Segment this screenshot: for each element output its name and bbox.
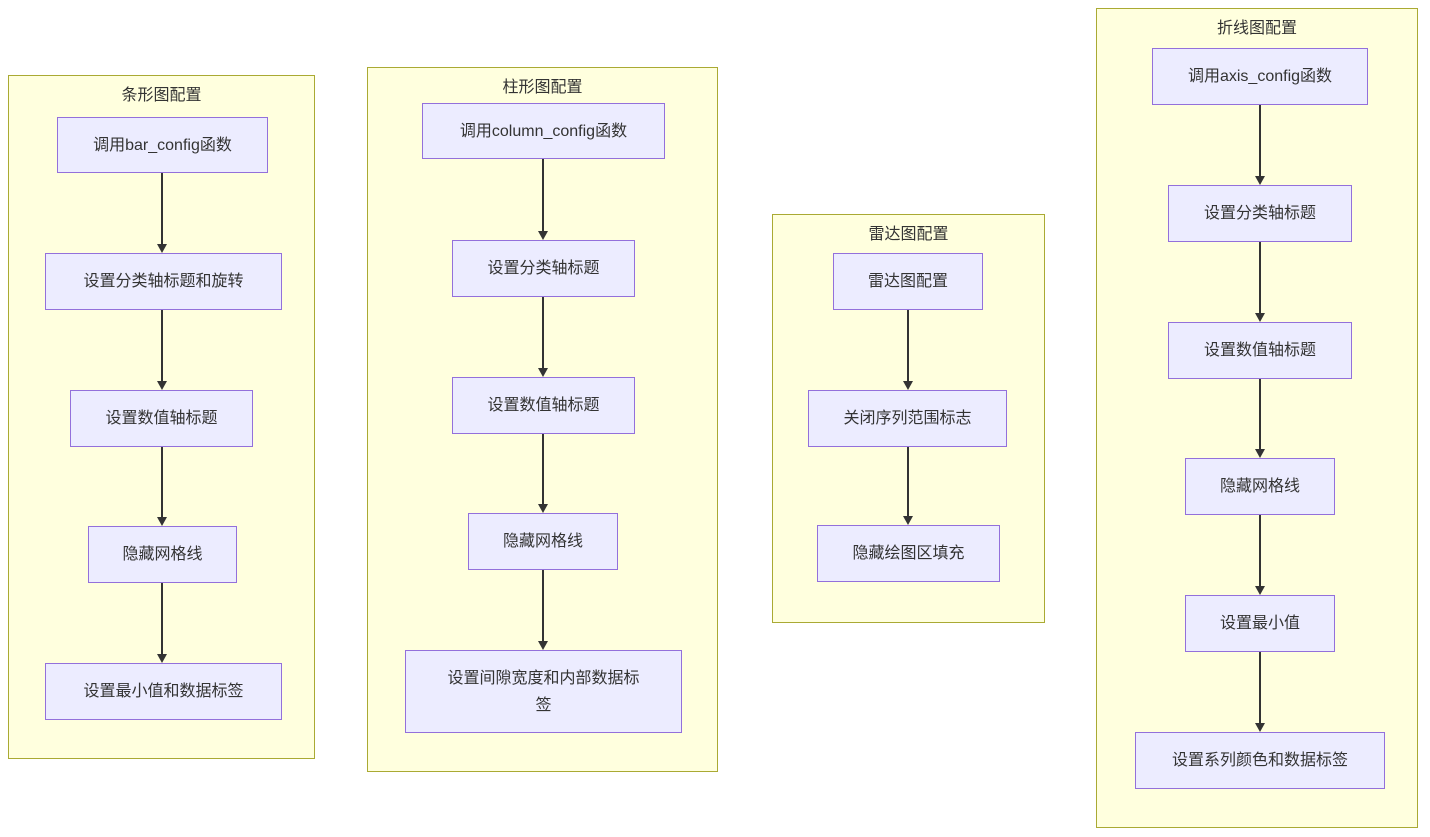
flow-node: 设置数值轴标题 (452, 377, 635, 434)
node-label: 设置最小值和数据标签 (83, 683, 244, 700)
arrow-down-icon (1254, 515, 1266, 595)
subgraph-title: 雷达图配置 (868, 226, 949, 243)
arrow-down-icon (1254, 652, 1266, 732)
flow-node: 设置系列颜色和数据标签 (1135, 732, 1385, 789)
flow-node: 设置最小值 (1185, 595, 1335, 652)
node-label: 设置分类轴标题 (1203, 205, 1316, 222)
node-label: 隐藏网格线 (502, 533, 583, 550)
arrow-down-icon (902, 447, 914, 525)
flow-node: 设置数值轴标题 (1168, 322, 1352, 379)
flow-node: 设置数值轴标题 (70, 390, 253, 447)
subgraph-title: 折线图配置 (1216, 20, 1297, 37)
arrow-down-icon (537, 297, 549, 377)
subgraph-title: 条形图配置 (121, 87, 202, 104)
flow-node: 隐藏网格线 (88, 526, 237, 583)
node-label: 调用column_config函数 (459, 122, 628, 140)
flow-node: 设置最小值和数据标签 (45, 663, 282, 720)
node-label: 设置最小值 (1219, 615, 1300, 632)
node-label: 关闭序列范围标志 (843, 410, 972, 427)
subgraph-title: 柱形图配置 (502, 79, 583, 96)
flow-node: 关闭序列范围标志 (808, 390, 1007, 447)
arrow-down-icon (537, 434, 549, 513)
arrow-down-icon (1254, 105, 1266, 185)
flow-node: 设置间隙宽度和内部数据标签 (405, 650, 682, 733)
node-label: 设置数值轴标题 (105, 410, 218, 427)
arrow-down-icon (156, 447, 168, 526)
flow-node: 设置分类轴标题 (452, 240, 635, 297)
arrow-down-icon (902, 310, 914, 390)
node-label: 雷达图配置 (867, 273, 948, 290)
flow-node: 隐藏网格线 (468, 513, 618, 570)
flow-node: 雷达图配置 (833, 253, 983, 310)
node-label: 设置数值轴标题 (1203, 342, 1316, 359)
node-label: 隐藏网格线 (122, 546, 203, 563)
arrow-down-icon (537, 159, 549, 240)
flow-node: 调用column_config函数 (422, 103, 665, 159)
node-label: 设置分类轴标题和旋转 (83, 273, 244, 290)
arrow-down-icon (1254, 379, 1266, 458)
node-label: 设置间隙宽度和内部数据标签 (447, 669, 640, 714)
arrow-down-icon (537, 570, 549, 650)
node-label: 设置数值轴标题 (487, 397, 600, 414)
flow-node: 设置分类轴标题 (1168, 185, 1352, 242)
flow-node: 调用axis_config函数 (1152, 48, 1368, 105)
node-label: 隐藏网格线 (1219, 478, 1300, 495)
node-label: 调用bar_config函数 (93, 136, 232, 154)
node-label: 设置分类轴标题 (487, 260, 600, 277)
arrow-down-icon (156, 310, 168, 390)
arrow-down-icon (156, 173, 168, 253)
arrow-down-icon (156, 583, 168, 663)
flow-node: 隐藏网格线 (1185, 458, 1335, 515)
flow-node: 调用bar_config函数 (57, 117, 268, 173)
flow-node: 隐藏绘图区填充 (817, 525, 1000, 582)
arrow-down-icon (1254, 242, 1266, 322)
node-label: 设置系列颜色和数据标签 (1171, 752, 1348, 769)
flow-node: 设置分类轴标题和旋转 (45, 253, 282, 310)
node-label: 调用axis_config函数 (1187, 68, 1333, 85)
node-label: 隐藏绘图区填充 (852, 545, 965, 562)
subgraph-line-config: 折线图配置 (1096, 8, 1418, 828)
